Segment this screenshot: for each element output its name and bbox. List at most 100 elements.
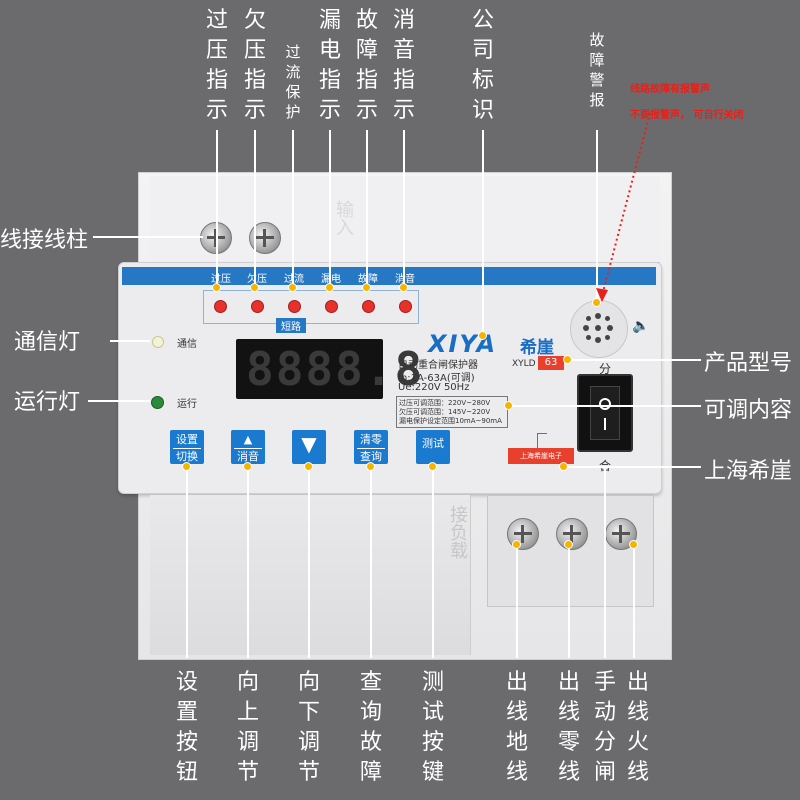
marker-logo [478,331,487,340]
leader-logo [482,130,484,335]
button-divider [357,448,385,449]
led-mute [399,300,412,313]
marker-model [563,355,572,364]
rocker-off-mark [599,398,611,410]
label-live-out: 出线火线 [626,670,649,785]
xiya-logo-cn: 希崖 [520,338,554,358]
buzzer-hole [595,313,601,319]
label-query-fault: 查询故障 [359,670,382,785]
set-switch-button[interactable]: 设置 切换 [170,430,204,464]
led-label-undervoltage: 欠压 [247,274,267,285]
leader-comm [110,340,150,342]
model-value-box: 63 [538,356,564,370]
voltage-rating: Ue:220V 50Hz [398,382,470,393]
led-overcurrent [288,300,301,313]
label-overvoltage-indicator: 过压指示 [205,8,228,123]
label-test-key: 测试按键 [421,670,444,785]
label-mute-indicator: 消音指示 [392,8,415,123]
alarm-note-line2: 不要报警声， 可自行关闭 [630,110,744,121]
label-adjustable-content: 可调内容 [704,398,793,423]
clear-query-button[interactable]: 清零 查询 [354,430,388,464]
leader-live-out [633,544,635,658]
label-up-adjust: 向上调节 [236,670,259,785]
output-terminal-block [487,495,654,607]
marker-leakage [325,283,334,292]
buzzer-hole [607,325,613,331]
switch-off-label: 分 [599,362,612,376]
leader-leakage [329,130,331,288]
led-leakage [325,300,338,313]
label-comm-light: 通信灯 [14,330,81,355]
up-arrow-icon: ▲ [243,433,253,446]
label-manual-open: 手动分闸 [593,670,616,785]
model-prefix: XYLD [512,359,536,369]
label-undervoltage-indicator: 欠压指示 [243,8,266,123]
current-rating: In:1A-63A(可调) [398,373,475,384]
label-overcurrent-protection: 过流保护 [285,43,301,121]
label-ground-out: 出线地线 [505,670,528,785]
leader-maker [563,466,701,468]
set-button-top: 设置 [176,433,198,446]
short-circuit-badge: 短路 [276,318,306,333]
leader-up-button [247,466,249,658]
leader-overcurrent [292,130,294,288]
buzzer-hole [586,335,591,340]
led-undervoltage [251,300,264,313]
marker-mute [399,283,408,292]
down-arrow-icon: ▼ [301,432,317,456]
marker-live-out [629,540,638,549]
leader-neutral-out [568,544,570,658]
buzzer-hole [583,325,589,331]
leader-ground-out [516,544,518,658]
clear-button-top: 清零 [360,433,382,446]
led-label-leakage: 漏电 [321,274,341,285]
label-run-light: 运行灯 [14,390,81,415]
run-led [151,396,164,409]
marker-test-button [428,462,437,471]
leader-alarm [596,130,598,302]
label-down-adjust: 向下调节 [297,670,320,785]
leader-overvoltage [216,130,218,288]
led-label-overcurrent: 过流 [284,274,304,285]
marker-adjustable [504,401,513,410]
test-button[interactable]: 测试 [416,430,450,464]
marker-overvoltage [212,283,221,292]
device-top-step [150,176,660,263]
leader-test-button [432,466,434,658]
buzzer-hole [605,316,610,321]
leader-set-button [186,466,188,658]
button-divider [173,448,201,449]
buzzer-holes [583,313,613,343]
marker-neutral-out [564,540,573,549]
leader-mute [403,130,405,288]
buzzer-hole [595,337,601,343]
run-led-text: 运行 [177,399,197,410]
alarm-note-line1: 线路故障有报警声 [630,84,710,95]
label-neutral-out: 出线零线 [557,670,580,785]
marker-overcurrent [288,283,297,292]
speaker-icon: 🔈 [632,318,650,334]
marker-set-button [182,462,191,471]
leader-fault [366,130,368,288]
spec-undervoltage: 欠压可调范围：145V~220V [399,408,491,416]
maker-label-box: 上海希崖电子 [508,448,574,464]
maker-bracket-h [537,433,547,434]
buzzer-hole [586,316,591,321]
leader-manual-switch [604,466,606,658]
marker-ground-out [512,540,521,549]
spec-overvoltage: 过压可调范围：220V~280V [399,399,491,407]
clear-button-bottom: 查询 [360,450,382,463]
leader-down-button [308,466,310,658]
rocker-switch[interactable] [577,374,633,452]
up-mute-button[interactable]: ▲ 消音 [231,430,265,464]
comm-led-text: 通信 [177,339,197,350]
led-overvoltage [214,300,227,313]
led-fault [362,300,375,313]
down-button[interactable]: ▼ [292,430,326,464]
label-leakage-indicator: 漏电指示 [318,8,341,123]
marker-maker [559,462,568,471]
rocker-paddle [590,386,620,440]
label-maker: 上海希崖 [704,459,793,484]
product-name: 自动重合闸保护器 [398,360,478,371]
alarm-note-arrow [596,112,651,302]
